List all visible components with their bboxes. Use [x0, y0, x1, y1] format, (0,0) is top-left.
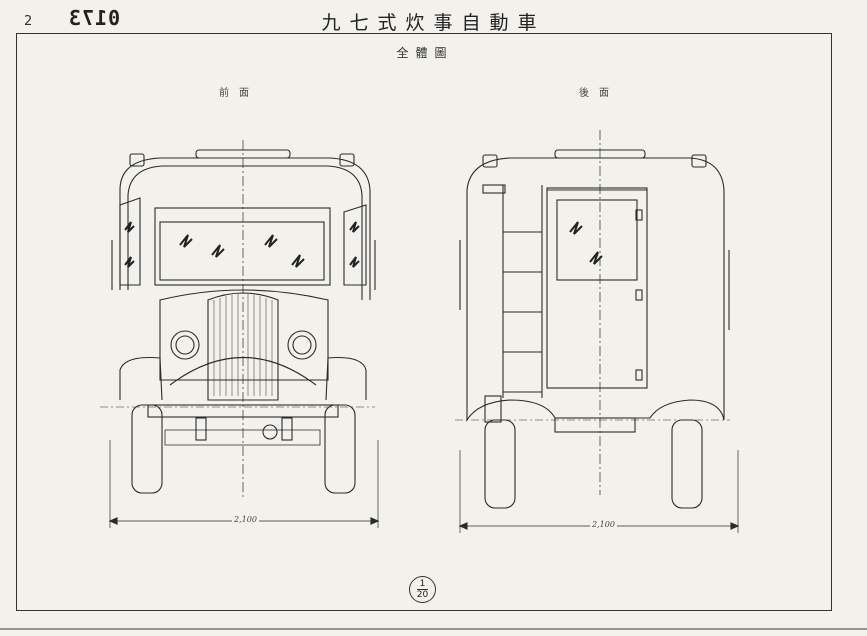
- front-view-truck: [100, 140, 380, 528]
- scale-indicator: 1 20: [409, 576, 436, 603]
- front-view-label: 前面: [219, 88, 259, 99]
- scale-numerator: 1: [416, 579, 429, 590]
- window-scribbles: [124, 221, 603, 268]
- rear-view-truck: [455, 130, 740, 533]
- drawing-frame: 全體圖 前面 後面 1 20: [16, 33, 832, 611]
- bottom-edge-rule: [0, 628, 867, 630]
- document-title: 九七式炊事自動車: [321, 12, 546, 34]
- rear-width-dimension: 2,100: [590, 520, 617, 529]
- scale-denominator: 20: [416, 590, 429, 600]
- page-number: 2: [24, 14, 33, 29]
- drawing-subtitle: 全體圖: [396, 46, 454, 60]
- rear-view-label: 後面: [579, 88, 619, 99]
- front-width-dimension: 2,100: [232, 515, 259, 524]
